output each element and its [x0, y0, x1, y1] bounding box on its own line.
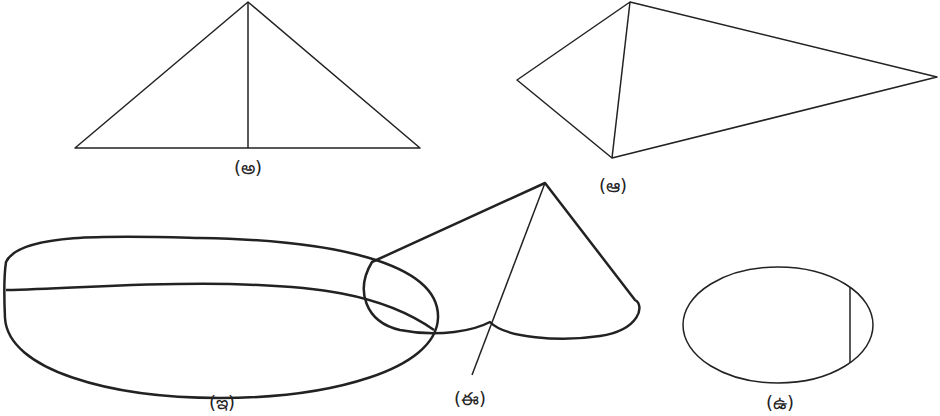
heart-shape [364, 183, 640, 339]
triangle-shape [75, 2, 420, 148]
figure-label: (ఆ) [599, 175, 627, 197]
chord-line [849, 287, 851, 363]
altitude-line [247, 2, 249, 148]
split-line [472, 183, 545, 375]
wavy-line [6, 284, 434, 330]
diagonal-line [612, 2, 630, 158]
figure-label: (ఉ) [766, 392, 794, 414]
figure-label: (ఇ) [209, 392, 235, 414]
figure-label: (ఈ) [454, 388, 486, 410]
ellipse-shape [683, 267, 873, 383]
rhombus-shape [517, 2, 937, 158]
figure-label: (అ) [234, 157, 262, 179]
